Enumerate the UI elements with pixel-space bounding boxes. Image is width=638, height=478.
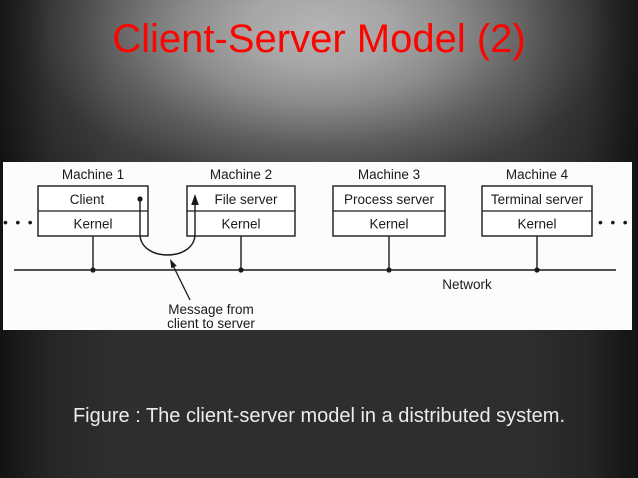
client-server-diagram: Machine 1 Client Kernel Machine 2 File s… <box>3 167 632 330</box>
process-label: Terminal server <box>491 192 584 207</box>
machine-name-label: Machine 4 <box>506 167 569 182</box>
process-label: File server <box>214 192 278 207</box>
machine-group-4: Machine 4 Terminal server Kernel <box>481 167 593 273</box>
kernel-label: Kernel <box>517 217 556 232</box>
network-label: Network <box>442 277 492 292</box>
right-ellipsis: ••• <box>598 214 632 230</box>
kernel-label: Kernel <box>73 217 112 232</box>
process-label: Client <box>70 192 105 207</box>
machine-group-3: Machine 3 Process server Kernel <box>332 167 446 273</box>
slide-title: Client-Server Model (2) <box>112 17 526 61</box>
annotation: Message from client to server <box>167 259 255 330</box>
annotation-text-line2: client to server <box>167 316 255 330</box>
machine-name-label: Machine 3 <box>358 167 420 182</box>
message-curve <box>139 199 196 256</box>
kernel-label: Kernel <box>369 217 408 232</box>
machine-group-2: Machine 2 File server Kernel <box>186 167 296 273</box>
message-arrow <box>137 194 199 256</box>
annotation-arrowhead-icon <box>170 259 177 269</box>
figure-panel: Machine 1 Client Kernel Machine 2 File s… <box>3 162 632 330</box>
machine-group-1: Machine 1 Client Kernel <box>37 167 149 273</box>
machine-name-label: Machine 2 <box>210 167 272 182</box>
message-arrowhead-icon <box>191 194 199 205</box>
machine-name-label: Machine 1 <box>62 167 124 182</box>
process-label: Process server <box>344 192 435 207</box>
annotation-pointer-line <box>172 266 191 301</box>
figure-caption: Figure : The client-server model in a di… <box>72 405 566 427</box>
kernel-label: Kernel <box>221 217 260 232</box>
left-ellipsis: ••• <box>3 214 40 230</box>
annotation-text-line1: Message from <box>168 302 254 317</box>
